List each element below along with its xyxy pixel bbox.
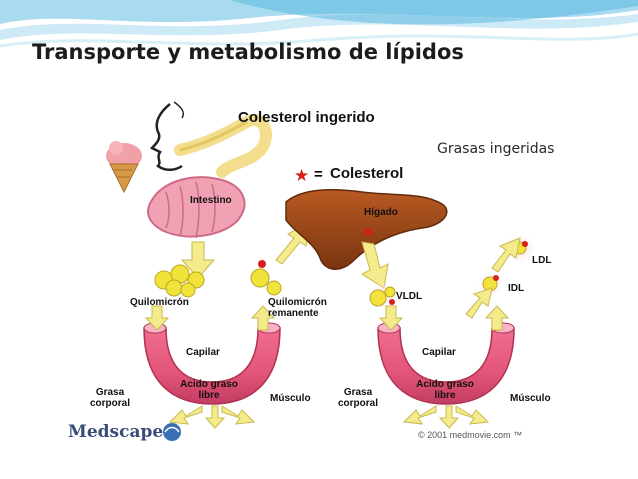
label-fatty-acid-left: Acido graso libre bbox=[166, 379, 252, 401]
label-body-fat-left: Grasa corporal bbox=[80, 387, 140, 409]
credit-line: © 2001 medmovie.com ™ bbox=[418, 430, 523, 440]
label-muscle-left: Músculo bbox=[270, 393, 311, 404]
arrow-capillary-to-idl bbox=[465, 287, 493, 319]
fatty-acid-arrows bbox=[168, 405, 490, 429]
label-body-fat-left-2: corporal bbox=[89, 397, 130, 409]
label-body-fat-left-1: Grasa bbox=[95, 387, 125, 398]
label-chylomicron: Quilomicrón bbox=[130, 297, 189, 308]
label-body-fat-right: Grasa corporal bbox=[328, 387, 388, 409]
arrow-liver-to-vldl bbox=[360, 241, 389, 289]
arrow-intestine-down bbox=[180, 241, 216, 279]
label-body-fat-right-2: corporal bbox=[337, 397, 378, 409]
label-remnant-2: remanente bbox=[268, 308, 319, 319]
label-vldl: VLDL bbox=[396, 291, 423, 302]
legend-equals: = bbox=[314, 166, 323, 183]
cholesterol-star-icon: ★ bbox=[294, 166, 310, 185]
remnant-particles bbox=[250, 260, 282, 296]
chylomicron-particles bbox=[154, 264, 205, 298]
label-remnant-1: Quilomicrón bbox=[268, 297, 327, 308]
capillary-flow-arrows bbox=[144, 305, 510, 331]
label-fatty-acid-left-1: Acido graso bbox=[180, 379, 238, 390]
note-ingested-fats: Grasas ingeridas bbox=[437, 141, 555, 157]
ice-cream-icon bbox=[106, 141, 142, 194]
medscape-logo-icon bbox=[163, 423, 181, 441]
lipid-transport-diagram: Colesterol ingerido ★ = Colesterol Intes… bbox=[62, 92, 586, 444]
label-fatty-acid-right: Acido graso libre bbox=[402, 379, 488, 401]
label-liver: Hígado bbox=[364, 207, 398, 218]
medscape-logo: Medscape bbox=[68, 422, 164, 442]
label-capillary-right: Capilar bbox=[422, 347, 456, 358]
liver-icon bbox=[285, 189, 448, 270]
face-profile-icon bbox=[149, 101, 185, 171]
header-wave-decoration bbox=[0, 0, 638, 48]
label-fatty-acid-right-1: Acido graso bbox=[416, 379, 474, 390]
label-ldl: LDL bbox=[532, 255, 552, 266]
label-fatty-acid-right-2: libre bbox=[434, 389, 456, 401]
label-idl: IDL bbox=[508, 283, 525, 294]
intestine-icon bbox=[147, 176, 246, 239]
label-muscle-right: Músculo bbox=[510, 393, 551, 404]
label-capillary-left: Capilar bbox=[186, 347, 220, 358]
slide-title: Transporte y metabolismo de lípidos bbox=[32, 40, 464, 64]
label-ingested-cholesterol: Colesterol ingerido bbox=[238, 109, 375, 126]
vldl-particles bbox=[368, 282, 396, 310]
label-body-fat-right-1: Grasa bbox=[343, 387, 373, 398]
legend-cholesterol-label: Colesterol bbox=[330, 165, 404, 182]
arrow-idl-to-ldl bbox=[491, 237, 521, 273]
label-intestine: Intestino bbox=[190, 195, 232, 206]
label-fatty-acid-left-2: libre bbox=[198, 389, 220, 401]
